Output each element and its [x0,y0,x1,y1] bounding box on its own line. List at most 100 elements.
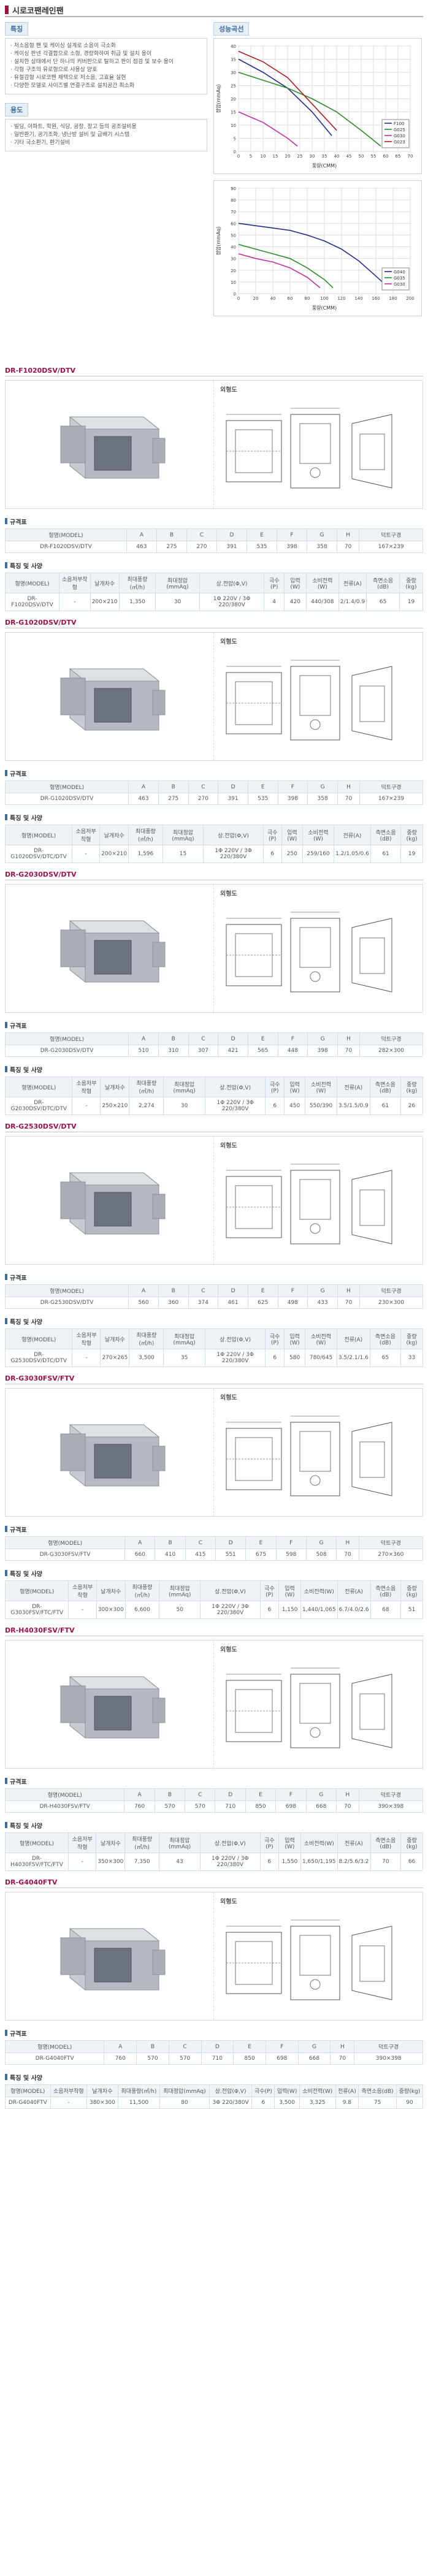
spec-table-cell: 68 [370,1601,402,1619]
spec-table-cell: 90 [396,2097,423,2109]
x-tick-label: 100 [320,296,328,301]
size-table-cell: 398 [277,793,308,805]
spec-table-cell: 6 [251,2097,275,2109]
title-marker-icon [5,6,9,14]
size-table-cell: 398 [307,1045,338,1057]
series-line-G025 [238,72,381,147]
x-tick-label: 0 [237,154,240,159]
drawing-label: 외형도 [220,1647,237,1653]
spec-table-cell: 43 [159,1853,201,1871]
model-head: DR-G4040FTV [5,1877,423,1888]
model-name: DR-G2030DSV/DTV [5,871,77,878]
size-table-title: 규격표 [10,519,27,526]
spec-table-header: 소비전력(W) [305,1328,337,1349]
spec-table-header: 입력(W) [283,1077,306,1097]
spec-table-header: 소비전력(W) [305,1077,337,1097]
size-table-header: 덕트구경 [354,2040,423,2053]
size-table-cell: 270×360 [358,1549,424,1561]
size-table-header: D [215,1788,246,1801]
spec-table-cell: 350×300 [96,1853,126,1871]
size-table-cell: 360 [158,1297,189,1309]
spec-table-cell: 259/160 [302,845,335,863]
heading-bullet-icon [5,770,7,776]
legend-entry: G030 [394,134,405,139]
spec-table-cell: 550/390 [305,1097,337,1115]
spec-table-header: 소비전력(W) [300,1580,338,1601]
spec-table-header: 소음저부착형 [68,1832,97,1853]
spec-table-cell: 300×300 [96,1601,126,1619]
spec-table-header: 형명(MODEL) [4,1832,69,1853]
spec-table-header: 극수(P) [265,1328,285,1349]
spec-table-cell: 61 [370,845,402,863]
spec-table-heading: 특징 및 사양 [5,2072,423,2082]
outline-drawing-icon [226,1667,392,1748]
size-table-header: C [168,2040,202,2053]
spec-table-cell: 6 [265,1097,285,1115]
spec-table-cell: 380×300 [86,2097,118,2109]
spec-table-cell: 440/308 [305,593,339,611]
model-head: DR-G2030DSV/DTV [5,869,423,880]
spec-table-cell: 6 [262,845,282,863]
size-table-cell: 660 [124,1549,156,1561]
size-table-cell: 668 [297,2052,331,2065]
spec-table-cell: 6 [259,1601,280,1619]
spec-table-header: 상.전압(Φ,V) [208,2084,253,2097]
spec-table-header: 날개차수 [96,1580,126,1601]
spec-table-header: 입력(W) [283,573,307,593]
size-table-cell: 390×398 [354,2052,423,2065]
model-name: DR-H4030FSV/FTV [5,1626,75,1634]
y-tick-label: 20 [231,97,236,102]
drawing-box: 외형도 [5,1892,423,2021]
spec-table-header: 최대정압(mmAq) [163,1328,205,1349]
size-table-header: H [336,1536,359,1549]
y-tick-label: 10 [231,123,236,128]
drawing-box: 외형도 [5,1388,423,1517]
spec-table-cell: 1,150 [278,1601,302,1619]
x-tick-label: 35 [322,154,327,159]
legend-entry: G035 [394,276,405,281]
size-table-header: D [215,1536,246,1549]
spec-table-header: 날개차수 [86,2084,118,2097]
size-table-header: B [158,1284,189,1297]
model-head: DR-H4030FSV/FTV [5,1625,423,1636]
size-table-header: B [136,2040,169,2053]
size-table-cell: 698 [265,2052,299,2065]
size-table-heading: 규격표 [5,1020,423,1030]
spec-table-header: 전류(A) [334,825,371,845]
product-photo [6,1389,214,1516]
legend-entry: G025 [394,128,405,132]
drawing-label: 외형도 [220,1143,237,1149]
model-name: DR-G2530DSV/DTV [5,1122,77,1130]
spec-table-cell: 1,440/1,065 [300,1601,338,1619]
features-list: · 저소음형 팬 및 케이싱 설계로 소음이 극소화· 케이싱 판넨 각결합으로… [5,38,207,94]
x-tick-label: 20 [285,154,291,159]
size-table-cell: 698 [275,1801,307,1813]
size-table-header: D [218,780,248,793]
heading-bullet-icon [5,1526,7,1532]
size-table-cell: 410 [155,1549,186,1561]
x-tick-label: 200 [406,296,414,301]
size-table-cell: 70 [337,1297,361,1309]
spec-table-header: 전류(A) [336,1328,370,1349]
spec-table-title: 특징 및 사양 [10,815,42,822]
size-table-cell: 433 [307,1297,338,1309]
spec-table-header: 최대풍량(㎥/h) [118,573,156,593]
features-item: · 다양한 모델로 사이즈별 연결구조로 설치공간 최소화 [10,83,135,89]
spec-table-header: 입력(W) [274,2084,300,2097]
heading-bullet-icon [5,1778,7,1784]
x-tick-label: 50 [359,154,364,159]
x-tick-label: 45 [346,154,352,159]
size-table-cell: 551 [215,1549,246,1561]
features-item: · 유절감형 시로코팬 채택으로 저소음, 고효율 실현 [10,75,126,81]
